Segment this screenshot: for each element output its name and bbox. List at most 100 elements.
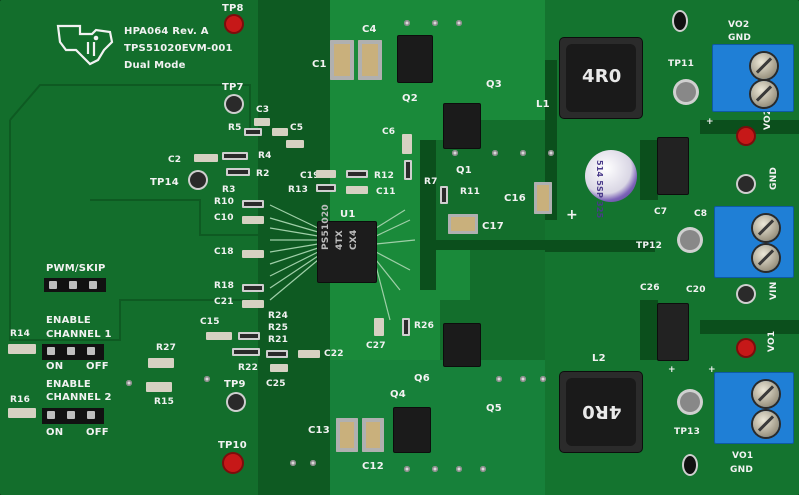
via-11 bbox=[480, 466, 486, 472]
capacitor-c27-body bbox=[374, 318, 384, 336]
refdes-q5: Q5 bbox=[486, 403, 502, 414]
refdes-q6: Q6 bbox=[414, 373, 430, 384]
enable1-label-line1: ENABLE bbox=[46, 315, 91, 326]
enable1-on-label: ON bbox=[46, 361, 64, 372]
capacitor-c18 bbox=[242, 250, 264, 258]
capacitor-c6-body bbox=[402, 134, 412, 154]
ic-marking-line1: PS51020 bbox=[321, 204, 331, 250]
test-point-tp9[interactable] bbox=[228, 394, 244, 410]
capacitor-c16 bbox=[534, 182, 552, 214]
refdes-c26: C26 bbox=[640, 283, 660, 293]
refdes-r14: R14 bbox=[10, 329, 31, 339]
terminal-screw-vo1-gnd[interactable] bbox=[753, 411, 779, 437]
terminal-screw-vo2[interactable] bbox=[751, 53, 777, 79]
test-point-gnd[interactable] bbox=[738, 176, 754, 192]
refdes-r25: R25 bbox=[268, 323, 289, 333]
refdes-c27: C27 bbox=[366, 341, 386, 351]
refdes-tp9: TP9 bbox=[224, 379, 246, 390]
terminal-block-vo1[interactable] bbox=[714, 372, 794, 444]
resistor-unlabeled-1 bbox=[266, 350, 288, 358]
ic-marking-line3: CX4 bbox=[349, 229, 359, 250]
test-point-vin[interactable] bbox=[738, 286, 754, 302]
via-5 bbox=[496, 376, 502, 382]
test-point-tp13[interactable] bbox=[680, 392, 700, 412]
refdes-c6: C6 bbox=[382, 127, 396, 137]
refdes-c1: C1 bbox=[312, 59, 327, 70]
via-13 bbox=[432, 20, 438, 26]
enable1-label-line2: CHANNEL 1 bbox=[46, 329, 112, 340]
refdes-r21: R21 bbox=[268, 335, 289, 345]
test-point-tp7[interactable] bbox=[226, 96, 242, 112]
refdes-l2: L2 bbox=[592, 353, 606, 364]
via-1 bbox=[452, 150, 458, 156]
refdes-c12: C12 bbox=[362, 461, 384, 472]
capacitor-c5 bbox=[272, 128, 288, 136]
capacitor-c10 bbox=[242, 216, 264, 224]
refdes-c21: C21 bbox=[214, 297, 234, 307]
test-point-vo1[interactable] bbox=[738, 340, 754, 356]
via-3 bbox=[520, 150, 526, 156]
test-point-tp12[interactable] bbox=[680, 230, 700, 250]
enable-channel2-header[interactable] bbox=[42, 408, 104, 424]
via-17 bbox=[126, 380, 132, 386]
plus-mark-1: + bbox=[706, 117, 714, 127]
terminal-vo2-label2: GND bbox=[728, 33, 751, 43]
terminal-screw-vo2-gnd[interactable] bbox=[751, 81, 777, 107]
side-label-vin: VIN bbox=[769, 281, 779, 300]
refdes-r13: R13 bbox=[288, 185, 309, 195]
plus-mark-3: + bbox=[668, 365, 676, 375]
refdes-l1: L1 bbox=[536, 99, 550, 110]
resistor-r12-body bbox=[346, 170, 368, 178]
refdes-c20: C20 bbox=[686, 285, 706, 295]
plus-mark-4: + bbox=[708, 365, 716, 375]
test-point-tp10[interactable] bbox=[224, 454, 242, 472]
refdes-r4: R4 bbox=[258, 151, 272, 161]
refdes-tp12: TP12 bbox=[636, 241, 663, 251]
refdes-q3: Q3 bbox=[486, 79, 502, 90]
refdes-r22: R22 bbox=[238, 363, 259, 373]
terminal-block-vo2[interactable] bbox=[712, 44, 794, 112]
via-12 bbox=[404, 20, 410, 26]
refdes-c15: C15 bbox=[200, 317, 220, 327]
terminal-screw-vin[interactable] bbox=[753, 245, 779, 271]
via-7 bbox=[540, 376, 546, 382]
ic-marking-line2: 4TX bbox=[335, 230, 345, 250]
terminal-block-vin[interactable] bbox=[714, 206, 794, 278]
refdes-r27: R27 bbox=[156, 343, 177, 353]
via-8 bbox=[404, 466, 410, 472]
refdes-r16: R16 bbox=[10, 395, 31, 405]
refdes-r18: R18 bbox=[214, 281, 235, 291]
enable2-on-label: ON bbox=[46, 427, 64, 438]
refdes-tp11: TP11 bbox=[668, 59, 695, 69]
resistor-r13-body bbox=[316, 184, 336, 192]
capacitor-c4-body bbox=[358, 40, 382, 80]
side-label-gnd: GND bbox=[769, 167, 779, 190]
refdes-c19: C19 bbox=[300, 171, 320, 181]
terminal-screw-gnd[interactable] bbox=[753, 215, 779, 241]
test-point-tp11[interactable] bbox=[676, 82, 696, 102]
pwm-skip-header[interactable] bbox=[44, 278, 106, 292]
mosfet-q6 bbox=[444, 324, 480, 366]
refdes-tp13: TP13 bbox=[674, 427, 701, 437]
terminal-screw-vo1[interactable] bbox=[753, 381, 779, 407]
inductor-l1: 4R0 bbox=[560, 38, 642, 118]
via-2 bbox=[492, 150, 498, 156]
test-point-tp8[interactable] bbox=[226, 16, 242, 32]
refdes-r7: R7 bbox=[424, 177, 438, 187]
pwm-skip-label: PWM/SKIP bbox=[46, 263, 106, 274]
enable1-off-label: OFF bbox=[86, 361, 109, 372]
mosfet-q2 bbox=[398, 36, 432, 82]
capacitor-c15-body bbox=[206, 332, 232, 340]
refdes-c10: C10 bbox=[214, 213, 234, 223]
refdes-tp10: TP10 bbox=[218, 440, 247, 451]
enable-channel1-header[interactable] bbox=[42, 344, 104, 360]
via-15 bbox=[290, 460, 296, 466]
refdes-c25: C25 bbox=[266, 379, 286, 389]
test-point-vo2[interactable] bbox=[738, 128, 754, 144]
resistor-r25-body bbox=[238, 332, 260, 340]
resistor-r5 bbox=[244, 128, 262, 136]
side-label-vo1: VO1 bbox=[767, 330, 777, 352]
test-point-tp14[interactable] bbox=[190, 172, 206, 188]
capacitor-c12-body bbox=[362, 418, 384, 452]
inductor-l2-marking: 4R0 bbox=[582, 401, 622, 422]
